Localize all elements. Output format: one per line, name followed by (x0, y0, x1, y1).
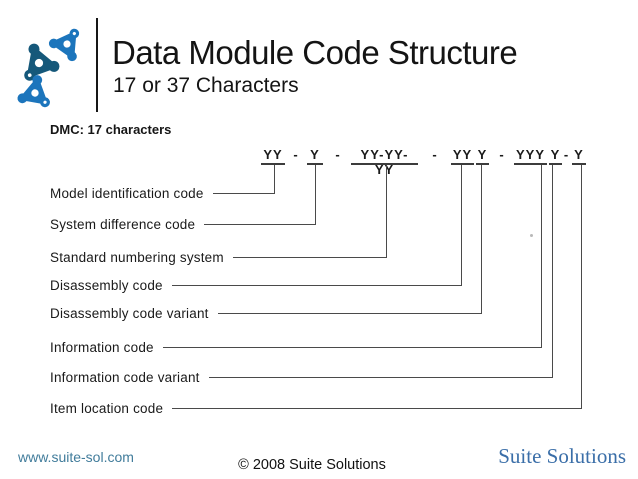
label-row-item-location: Item location code (50, 399, 582, 417)
connector-line (204, 223, 316, 225)
label-disassembly: Disassembly code (50, 277, 163, 293)
connector-line (232, 256, 387, 258)
dmc-heading: DMC: 17 characters (50, 122, 172, 137)
code-token-disassembly: YY (451, 147, 474, 165)
label-row-disassembly-var: Disassembly code variant (50, 304, 482, 322)
suite-solutions-molecules-logo-icon (17, 28, 80, 108)
label-system-diff: System difference code (50, 216, 196, 232)
label-row-system-diff: System difference code (50, 215, 316, 233)
connector-line-disassembly (461, 165, 462, 285)
brand-wordmark: Suite Solutions (498, 444, 626, 468)
connector-line (172, 407, 582, 409)
code-token-model-id: YY (261, 147, 285, 165)
label-row-sns: Standard numbering system (50, 248, 387, 266)
label-info-code-var: Information code variant (50, 369, 200, 385)
code-token-hyphen: - (293, 147, 299, 162)
stray-dot (530, 234, 533, 237)
label-info-code: Information code (50, 339, 154, 355)
label-disassembly-var: Disassembly code variant (50, 305, 209, 321)
connector-line-disassembly-var (481, 165, 482, 313)
connector-line-info-code (541, 165, 542, 347)
code-token-info-code-var: Y (549, 147, 562, 165)
connector-line-system-diff (315, 165, 316, 224)
code-token-hyphen: - (563, 147, 570, 162)
code-token-hyphen: - (335, 147, 341, 162)
code-token-item-location: Y (572, 147, 586, 165)
label-model-id: Model identification code (50, 185, 204, 201)
label-row-info-code: Information code (50, 338, 542, 356)
label-sns: Standard numbering system (50, 249, 224, 265)
slide-title: Data Module Code Structure (112, 34, 518, 71)
connector-line-model-id (274, 165, 275, 193)
connector-line (162, 346, 542, 348)
connector-line (208, 376, 553, 378)
website-link[interactable]: www.suite-sol.com (18, 449, 134, 465)
code-token-info-code: YYY (514, 147, 547, 165)
connector-line (217, 312, 482, 314)
slide-subtitle: 17 or 37 Characters (113, 74, 299, 97)
code-token-sns: YY-YY-YY (351, 147, 418, 177)
label-row-info-code-var: Information code variant (50, 368, 553, 386)
label-row-disassembly: Disassembly code (50, 276, 462, 294)
connector-line (171, 284, 462, 286)
connector-line-info-code-var (552, 165, 553, 377)
connector-line (212, 192, 275, 194)
code-token-hyphen: - (499, 147, 505, 162)
label-row-model-id: Model identification code (50, 184, 275, 202)
header-divider (96, 18, 98, 112)
connector-line-sns (386, 165, 387, 257)
code-token-system-diff: Y (307, 147, 323, 165)
copyright-text: © 2008 Suite Solutions (238, 457, 386, 473)
connector-line-item-location (581, 165, 582, 408)
code-token-disassembly-var: Y (476, 147, 489, 165)
code-token-hyphen: - (432, 147, 438, 162)
label-item-location: Item location code (50, 400, 164, 416)
